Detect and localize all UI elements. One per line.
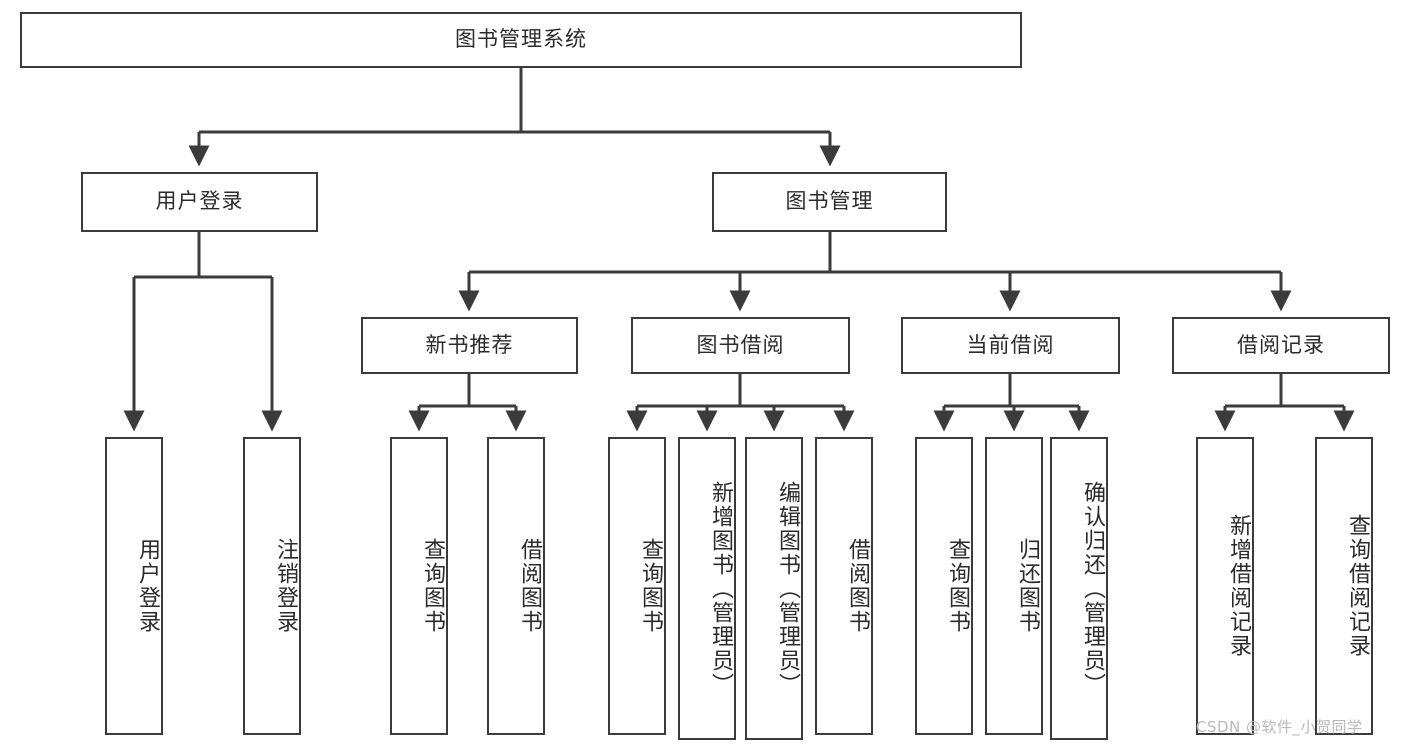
- node-leaf-rec-query-book[interactable]: 查询图书: [390, 437, 448, 735]
- node-leaf-borrow-add-book-label: 新增图书（管理员）: [708, 480, 733, 697]
- node-leaf-user-logout[interactable]: 注销登录: [243, 437, 301, 735]
- node-leaf-borrow-add-book[interactable]: 新增图书（管理员）: [678, 437, 736, 740]
- node-leaf-cur-return-book[interactable]: 归还图书: [985, 437, 1043, 735]
- node-leaf-borrow-query-book[interactable]: 查询图书: [608, 437, 666, 735]
- node-current-borrow[interactable]: 当前借阅: [901, 317, 1120, 374]
- node-root-label: 图书管理系统: [455, 27, 587, 52]
- node-leaf-user-login[interactable]: 用户登录: [105, 437, 163, 735]
- node-leaf-rec-add-record[interactable]: 新增借阅记录: [1196, 437, 1254, 735]
- node-leaf-cur-confirm-return-label: 确认归还（管理员）: [1080, 480, 1105, 697]
- node-leaf-cur-query-book[interactable]: 查询图书: [915, 437, 973, 735]
- node-borrow-record[interactable]: 借阅记录: [1172, 317, 1390, 374]
- node-book-manage[interactable]: 图书管理: [712, 172, 947, 232]
- node-leaf-cur-query-book-label: 查询图书: [945, 538, 970, 634]
- node-leaf-rec-borrow-book-label: 借阅图书: [517, 538, 542, 634]
- node-leaf-rec-query-record-label: 查询借阅记录: [1345, 514, 1370, 658]
- node-borrow-record-label: 借阅记录: [1237, 332, 1325, 357]
- node-leaf-user-login-label: 用户登录: [135, 538, 160, 634]
- node-leaf-borrow-edit-book[interactable]: 编辑图书（管理员）: [745, 437, 803, 740]
- node-leaf-borrow-edit-book-label: 编辑图书（管理员）: [775, 480, 800, 697]
- node-new-book-rec-label: 新书推荐: [425, 332, 514, 357]
- node-leaf-rec-borrow-book[interactable]: 借阅图书: [487, 437, 545, 735]
- node-leaf-user-logout-label: 注销登录: [273, 538, 298, 634]
- node-leaf-rec-query-book-label: 查询图书: [420, 538, 445, 634]
- node-book-manage-label: 图书管理: [785, 189, 874, 214]
- node-leaf-rec-query-record[interactable]: 查询借阅记录: [1315, 437, 1373, 735]
- node-leaf-cur-confirm-return[interactable]: 确认归还（管理员）: [1050, 437, 1108, 740]
- node-root[interactable]: 图书管理系统: [20, 12, 1022, 68]
- node-book-borrow-label: 图书借阅: [696, 332, 785, 357]
- node-leaf-rec-add-record-label: 新增借阅记录: [1226, 514, 1251, 658]
- node-current-borrow-label: 当前借阅: [966, 332, 1055, 357]
- node-leaf-borrow-lend-book[interactable]: 借阅图书: [815, 437, 873, 735]
- node-user-login-label: 用户登录: [155, 189, 244, 214]
- node-new-book-rec[interactable]: 新书推荐: [361, 317, 578, 374]
- node-leaf-cur-return-book-label: 归还图书: [1015, 538, 1040, 634]
- node-leaf-borrow-query-book-label: 查询图书: [638, 538, 663, 634]
- node-book-borrow[interactable]: 图书借阅: [631, 317, 850, 374]
- node-leaf-borrow-lend-book-label: 借阅图书: [845, 538, 870, 634]
- node-user-login[interactable]: 用户登录: [81, 172, 318, 232]
- csdn-watermark: CSDN @软件_小贺同学: [1196, 718, 1363, 736]
